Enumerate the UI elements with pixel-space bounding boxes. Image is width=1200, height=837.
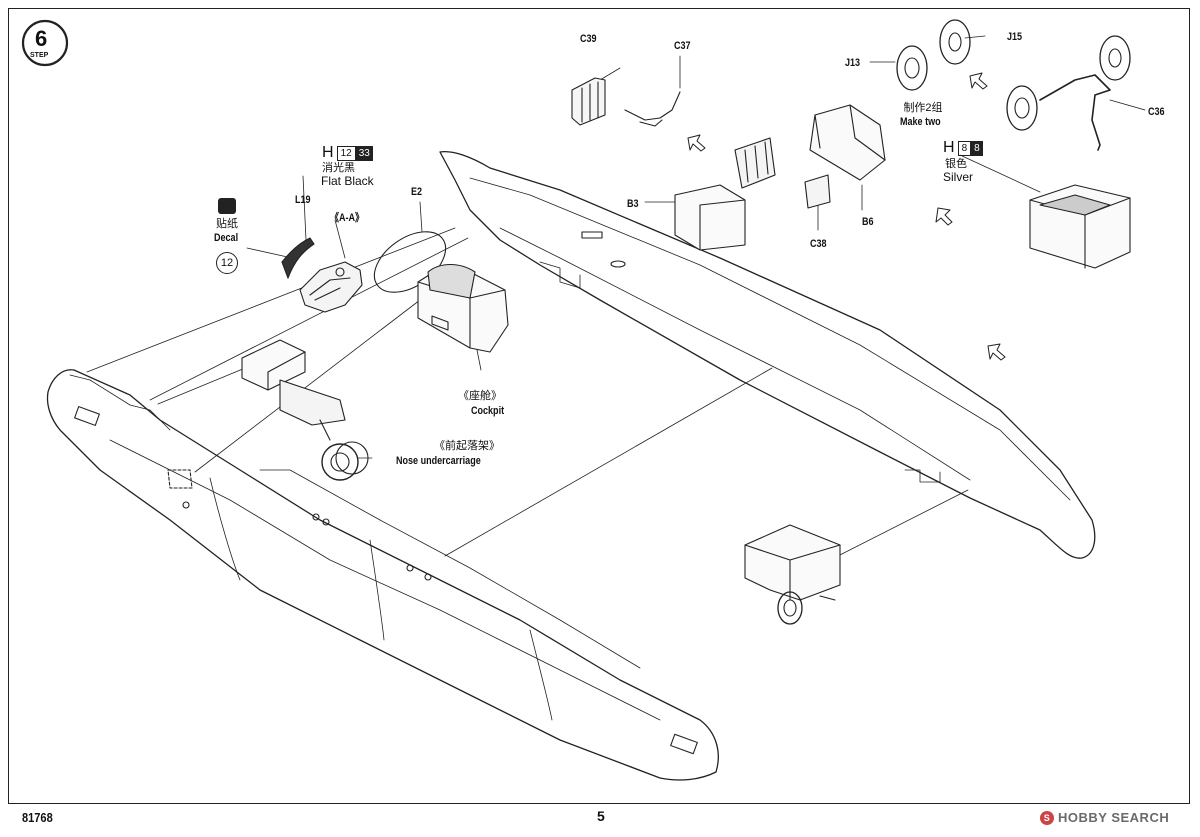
paint-number-secondary: 33 [355, 145, 373, 161]
c37-rod [624, 91, 681, 127]
c36-strut [1039, 74, 1111, 151]
watermark-text: HOBBY SEARCH [1058, 810, 1170, 825]
kit-number: 81768 [22, 810, 53, 825]
cockpit-label-zh: 《座舱》 [458, 390, 502, 402]
watermark-logo-icon: S [1040, 810, 1054, 825]
aa-part [299, 261, 363, 313]
decal-strip-l19 [281, 237, 315, 279]
paint-name-zh: 消光黑 [322, 162, 355, 174]
decal-label-zh: 贴纸 [216, 218, 238, 230]
page-number: 5 [597, 808, 605, 824]
nose-undercarriage-label-en: Nose undercarriage [396, 455, 481, 467]
rear-main-gear-assembly [744, 524, 841, 625]
upper-fuselage-half [439, 150, 1096, 559]
view-arrows [687, 72, 1006, 361]
nose-gear-assembly [241, 339, 369, 481]
make-two-en: Make two [900, 116, 941, 128]
decal-label-en: Decal [214, 232, 239, 244]
main-gear-bay-parts [674, 104, 886, 251]
paint-name-en: Silver [943, 170, 974, 184]
part-label-c38: C38 [810, 238, 827, 250]
paint-callout-silver: H 8 8 [943, 139, 983, 157]
guide-lines [86, 35, 1146, 561]
part-label-j15: J15 [1007, 31, 1023, 43]
c39-panel [571, 77, 606, 126]
make-two-zh: 制作2组 [903, 102, 943, 114]
assembled-main-gear-bay [1029, 184, 1131, 269]
nose-undercarriage-label-zh: 《前起落架》 [434, 440, 500, 452]
paint-code: H [943, 139, 955, 156]
page-frame [8, 8, 1190, 804]
paint-number-primary: 8 [957, 140, 972, 156]
part-label-c37: C37 [674, 40, 691, 52]
paint-name-en: Flat Black [321, 174, 374, 188]
part-label-c36: C36 [1148, 106, 1165, 118]
part-label-b6: B6 [862, 216, 874, 228]
part-label-b3: B3 [627, 198, 639, 210]
paint-code: H [322, 144, 334, 161]
paint-name-zh: 银色 [945, 158, 967, 170]
paint-number-secondary: 8 [971, 140, 983, 156]
lower-fuselage-half [46, 369, 719, 781]
main-wheels [896, 19, 1131, 131]
paint-callout-flat-black: H 12 33 [322, 144, 373, 162]
part-label-e2: E2 [411, 186, 423, 198]
watermark: S HOBBY SEARCH [1040, 810, 1169, 825]
part-label-c39: C39 [580, 33, 597, 45]
step-word: STEP [30, 52, 49, 59]
paint-number-primary: 12 [336, 145, 356, 161]
view-label-aa: 《A-A》 [330, 212, 365, 224]
cockpit-label-en: Cockpit [471, 405, 505, 417]
part-label-j13: J13 [845, 57, 861, 69]
decal-icon [218, 198, 236, 214]
cockpit-tub [417, 263, 509, 353]
decal-number: 12 [216, 252, 238, 274]
step-number: 6 [35, 26, 48, 51]
step-badge [21, 19, 69, 67]
part-label-l19: L19 [295, 194, 311, 206]
